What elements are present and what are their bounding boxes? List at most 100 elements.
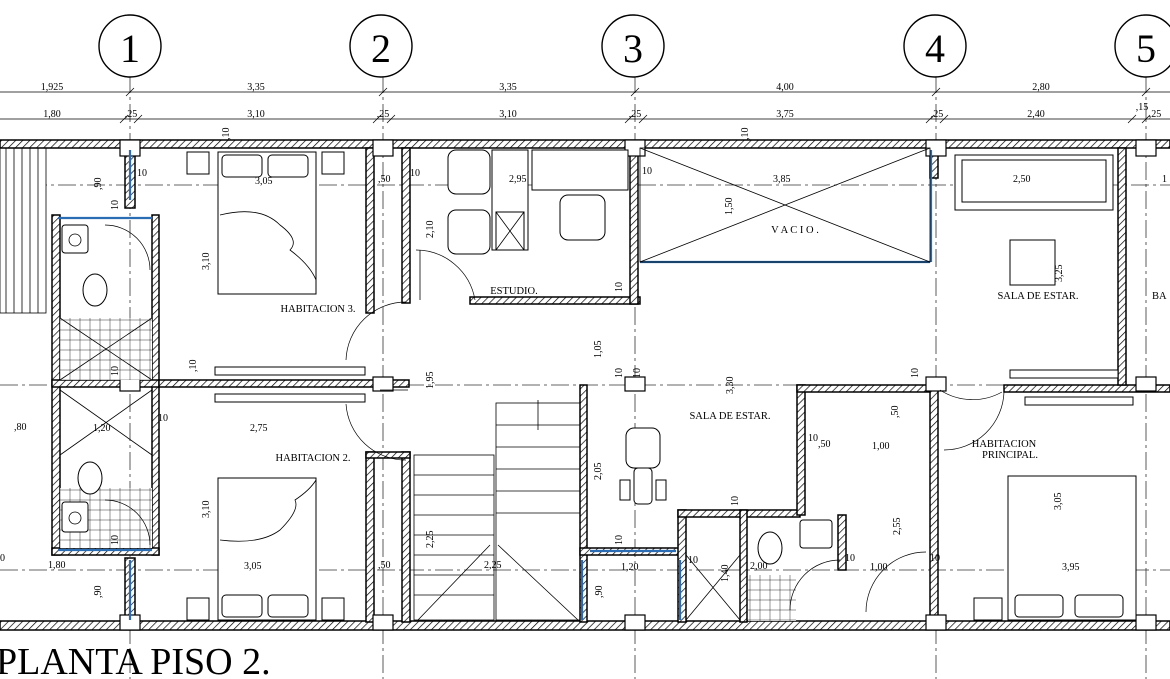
- dim-10-7: 10: [930, 553, 940, 564]
- dim-305-c: 3,05: [1053, 493, 1064, 511]
- dim-385: 3,85: [773, 174, 791, 185]
- room-ba-cut: BA: [1152, 291, 1167, 302]
- dim-250: 2,50: [1013, 174, 1031, 185]
- axis-bubbles: 1 2 3 4 5: [98, 14, 1170, 78]
- dim-10-3: 10: [642, 166, 652, 177]
- dim-105: 1,05: [593, 341, 604, 359]
- dim-50-b: ,50: [378, 560, 391, 571]
- dim-100-b: 1,00: [870, 562, 888, 573]
- dim-small-3: ,25: [629, 109, 642, 120]
- exercise-bike: [619, 427, 667, 505]
- dim-small-5: ,15: [1136, 102, 1149, 113]
- dim-90-b: ,90: [93, 586, 104, 599]
- dim-180: 1,80: [48, 560, 66, 571]
- axis-label-3: 3: [623, 26, 643, 71]
- room-vacio: V A C I O .: [771, 225, 819, 236]
- room-estudio: ESTUDIO.: [490, 286, 538, 297]
- dim-120-b: 1,20: [621, 562, 639, 573]
- axis-label-4: 4: [925, 26, 945, 71]
- dim-10-v1: ,10: [221, 128, 232, 141]
- dim-second-1: 1,80: [43, 109, 61, 120]
- room-hab2: HABITACION 2.: [276, 453, 351, 464]
- dim-top-2: 3,35: [247, 82, 265, 93]
- columns: [119, 139, 1157, 631]
- dim-0: 0: [0, 553, 5, 564]
- dim-small-1: ,25: [125, 109, 138, 120]
- dim-255: 2,55: [892, 518, 903, 536]
- dim-195: 1,95: [425, 372, 436, 390]
- dim-90-c: ,90: [594, 586, 605, 599]
- left-stair-strip: [0, 147, 47, 314]
- dim-210: 2,10: [425, 221, 436, 239]
- dim-10-v11: 10: [910, 368, 921, 378]
- dim-90-a: ,90: [93, 178, 104, 191]
- dim-10-v2: ,10: [740, 128, 751, 141]
- master-bed: [973, 475, 1137, 621]
- room-sala-right: SALA DE ESTAR.: [997, 291, 1078, 302]
- room-hab3: HABITACION 3.: [281, 304, 356, 315]
- dim-second-3: 3,10: [499, 109, 517, 120]
- dim-50-a: ,50: [378, 174, 391, 185]
- dim-second-4: 3,75: [776, 109, 794, 120]
- dim-1-cut: 1: [1162, 174, 1167, 185]
- dim-10-5: 10: [808, 433, 818, 444]
- dim-205: 2,05: [593, 463, 604, 481]
- dim-second-5: 2,40: [1027, 109, 1045, 120]
- dim-second-2: 3,10: [247, 109, 265, 120]
- dim-10-v10: 10: [730, 496, 741, 506]
- dim-200: 2,00: [750, 561, 768, 572]
- central-stair: [413, 400, 581, 621]
- dim-225-h: 2,25: [484, 560, 502, 571]
- plan-title: PLANTA PISO 2.: [0, 641, 271, 679]
- room-principal-1: HABITACION: [972, 439, 1037, 450]
- axis-label-1: 1: [120, 26, 140, 71]
- study-furniture: [447, 149, 629, 255]
- dim-140: 1,40: [720, 565, 731, 583]
- dim-120-a: 1,20: [93, 423, 111, 434]
- dim-10-v8: 10: [614, 368, 625, 378]
- dim-310-v1: 3,10: [201, 253, 212, 271]
- wardrobes: [214, 366, 1134, 406]
- dim-10-v6: 10: [110, 535, 121, 545]
- dim-10-v3: ,10: [188, 360, 199, 373]
- dim-305-b: 3,05: [244, 561, 262, 572]
- dim-10-4: 10: [158, 413, 168, 424]
- dim-10-2: 10: [410, 168, 420, 179]
- dim-100-a: 1,00: [872, 441, 890, 452]
- dim-top-1: 1,925: [41, 82, 64, 93]
- vacio-void: V A C I O .: [639, 147, 931, 263]
- dim-330: 3,30: [725, 377, 736, 395]
- living-furniture: [954, 154, 1114, 286]
- dim-275: 2,75: [250, 423, 268, 434]
- room-principal-2: PRINCIPAL.: [982, 450, 1038, 461]
- dim-10-v12: 10: [632, 368, 643, 378]
- doors: [345, 249, 1005, 461]
- dim-top-4: 4,00: [776, 82, 794, 93]
- bedroom-2-bed: [186, 477, 345, 621]
- room-labels: HABITACION 3. HABITACION 2. ESTUDIO. SAL…: [276, 286, 1168, 464]
- dim-small-4: ,25: [931, 109, 944, 120]
- dim-325: 3,25: [1054, 265, 1065, 283]
- dim-150: 1,50: [724, 198, 735, 216]
- dim-top-3: 3,35: [499, 82, 517, 93]
- interior-dimensions: 3,05 3,05 3,10 3,10 2,75 2,95 3,85 2,50 …: [0, 128, 1167, 599]
- dim-225-v: 2,25: [425, 531, 436, 549]
- dim-50-c: ,50: [818, 439, 831, 450]
- dim-10-v7: 10: [614, 282, 625, 292]
- center-bathroom: [685, 519, 927, 621]
- dim-295: 2,95: [509, 174, 527, 185]
- dim-10-v4: 10: [110, 200, 121, 210]
- dim-small-6: ,25: [1149, 109, 1162, 120]
- dim-10-1: 10: [137, 168, 147, 179]
- dim-80: ,80: [14, 422, 27, 433]
- room-sala-center: SALA DE ESTAR.: [689, 411, 770, 422]
- axis-label-2: 2: [371, 26, 391, 71]
- dim-50-d: ,50: [890, 406, 901, 419]
- dim-310-v2: 3,10: [201, 501, 212, 519]
- dim-10-v9: 10: [614, 535, 625, 545]
- axis-label-5: 5: [1136, 26, 1156, 71]
- dim-small-2: ,25: [377, 109, 390, 120]
- dimension-lines-top: 1,925 3,35 3,35 4,00 2,80 1,80 3,10 3,10…: [0, 82, 1170, 124]
- dim-395: 3,95: [1062, 562, 1080, 573]
